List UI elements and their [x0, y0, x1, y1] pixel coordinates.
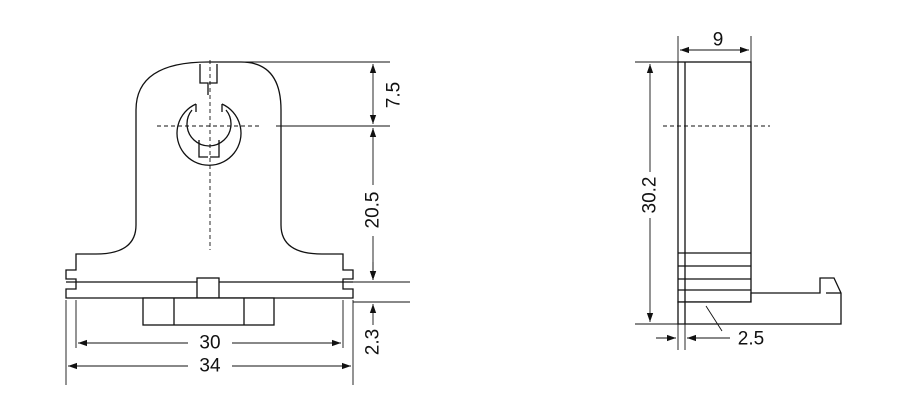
dim-inner-width-label: 30 [199, 333, 220, 354]
top-slot [199, 64, 218, 95]
front-view: 7.5 20.5 2.3 30 34 [65, 60, 410, 385]
center-post [196, 277, 220, 299]
dim-base-height-label: 2.3 [363, 329, 384, 355]
side-view: 9 30.2 2.5 [635, 30, 842, 350]
side-foot [677, 277, 842, 325]
dim-hole-offset-label: 7.5 [384, 82, 405, 108]
dim-center-height-label: 20.5 [363, 192, 384, 229]
mounting-block [142, 297, 275, 326]
dim-side-width-label: 9 [713, 30, 724, 51]
dim-outer-width-label: 34 [199, 356, 221, 377]
dim-total-height-label: 30.2 [640, 177, 661, 214]
dim-foot-thickness-label: 2.5 [738, 329, 764, 350]
foot-leader [705, 305, 723, 332]
side-block [677, 61, 752, 303]
holder-body-outline [65, 61, 354, 299]
pin-hole [176, 103, 242, 166]
